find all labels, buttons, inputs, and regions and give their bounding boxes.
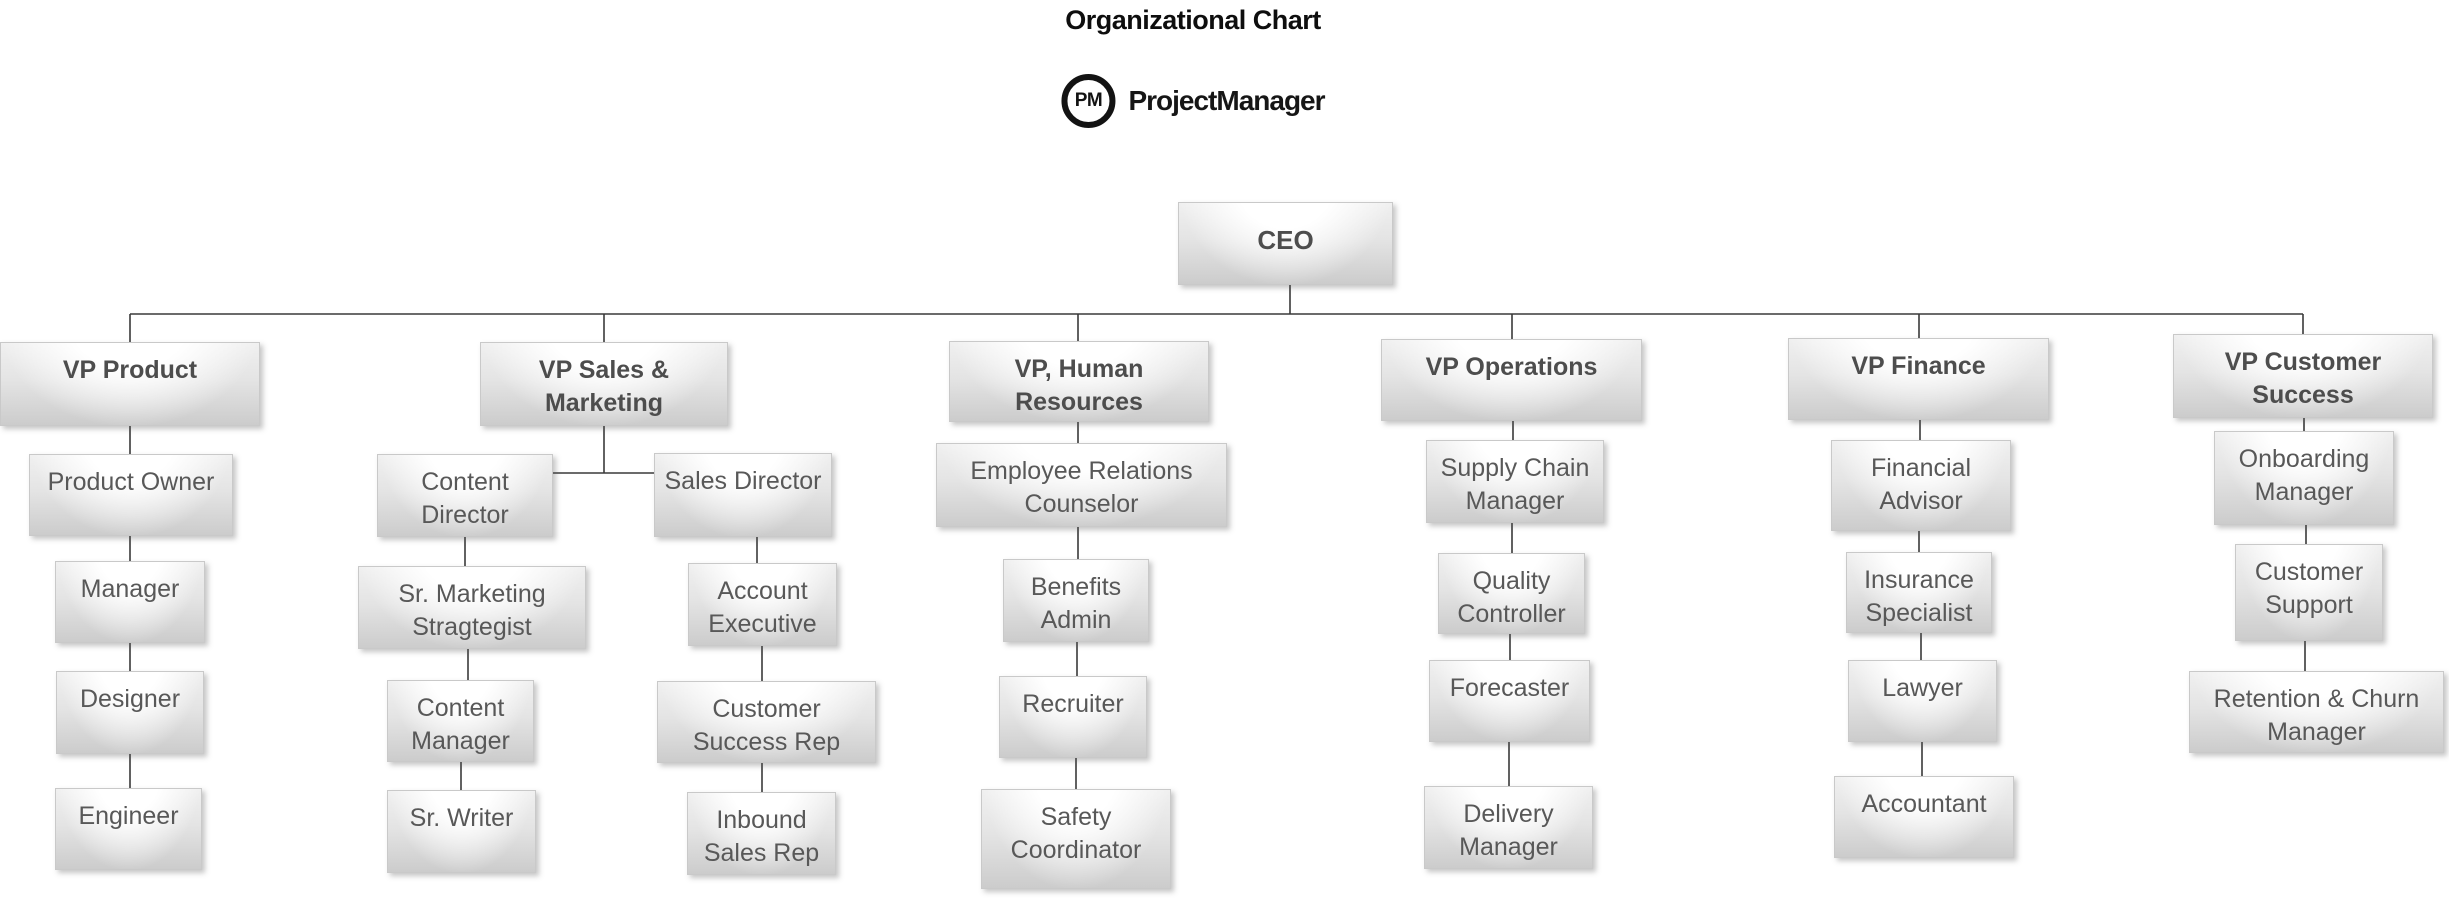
node-forecaster: Forecaster <box>1429 660 1590 742</box>
node-benefits-admin: Benefits Admin <box>1003 559 1149 642</box>
node-safety-coordinator: Safety Coordinator <box>981 789 1171 889</box>
node-insurance-specialist: Insurance Specialist <box>1846 552 1992 633</box>
node-vp-customer-success: VP Customer Success <box>2173 334 2433 418</box>
node-customer-success-rep: Customer Success Rep <box>657 681 876 763</box>
node-sr-marketing-strategist: Sr. Marketing Stragtegist <box>358 566 586 649</box>
node-lawyer: Lawyer <box>1848 660 1997 742</box>
node-employee-relations-counselor: Employee Relations Counselor <box>936 443 1227 527</box>
node-account-executive: Account Executive <box>688 563 837 646</box>
node-retention-churn-manager: Retention & Churn Manager <box>2189 671 2444 753</box>
node-content-director: Content Director <box>377 454 553 537</box>
pm-logo-icon: PM <box>1061 74 1116 128</box>
node-vp-sales-marketing: VP Sales & Marketing <box>480 342 728 426</box>
node-ceo: CEO <box>1178 202 1393 285</box>
page-title: Organizational Chart <box>1065 5 1321 35</box>
node-product-owner: Product Owner <box>29 454 233 536</box>
node-inbound-sales-rep: Inbound Sales Rep <box>687 792 836 875</box>
node-designer: Designer <box>56 671 204 754</box>
brand-wordmark: ProjectManager <box>1128 85 1325 116</box>
node-manager: Manager <box>55 561 205 643</box>
node-content-manager: Content Manager <box>387 680 534 762</box>
node-quality-controller: Quality Controller <box>1438 553 1585 634</box>
node-onboarding-manager: Onboarding Manager <box>2214 431 2394 525</box>
node-engineer: Engineer <box>55 788 202 870</box>
node-sales-director: Sales Director <box>654 453 832 537</box>
node-sr-writer: Sr. Writer <box>387 790 536 873</box>
node-accountant: Accountant <box>1834 776 2014 858</box>
node-vp-human-resources: VP, Human Resources <box>949 341 1209 422</box>
node-financial-advisor: Financial Advisor <box>1831 440 2011 531</box>
brand-logo: PM ProjectManager <box>1061 74 1326 128</box>
node-vp-product: VP Product <box>0 342 260 426</box>
node-vp-operations: VP Operations <box>1381 339 1642 421</box>
node-delivery-manager: Delivery Manager <box>1424 786 1593 869</box>
node-recruiter: Recruiter <box>999 676 1147 758</box>
node-supply-chain-manager: Supply Chain Manager <box>1426 440 1604 523</box>
node-customer-support: Customer Support <box>2235 544 2383 641</box>
node-vp-finance: VP Finance <box>1788 338 2049 420</box>
